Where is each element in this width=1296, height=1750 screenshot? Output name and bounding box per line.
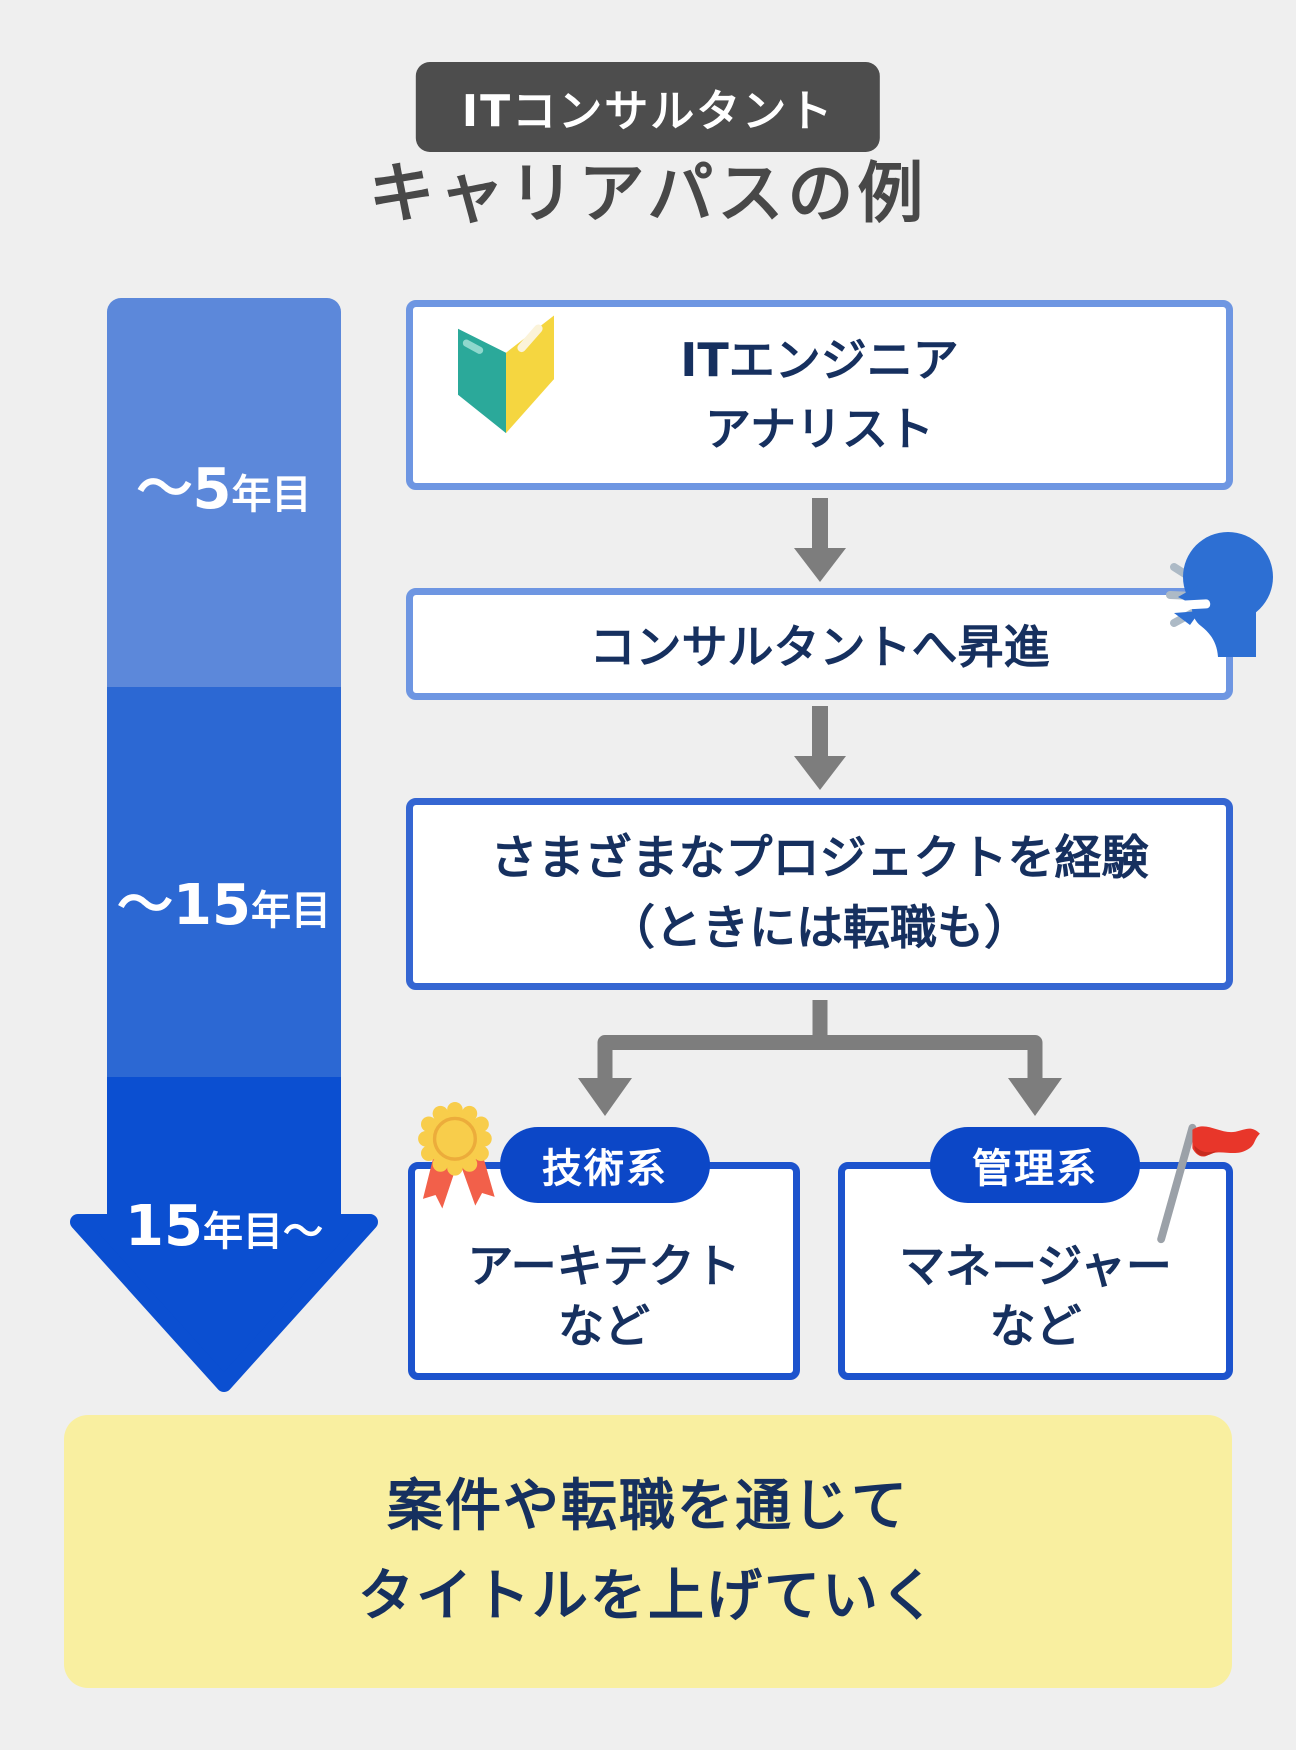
track-box-manager: マネージャー など bbox=[838, 1162, 1233, 1380]
stage-box-line: コンサルタントへ昇進 bbox=[589, 620, 1050, 674]
stage-box-line: アナリスト bbox=[704, 402, 935, 456]
page-title: キャリアパスの例 bbox=[368, 155, 928, 232]
timeline-segment-1 bbox=[107, 298, 341, 687]
medal-icon bbox=[418, 1101, 495, 1209]
timeline-segment-3 bbox=[107, 1077, 341, 1220]
stage-box-line: （ときには転職も） bbox=[608, 901, 1031, 956]
down-arrow-icon bbox=[794, 498, 846, 582]
track-box-line: など bbox=[989, 1299, 1082, 1354]
flag-icon bbox=[1157, 1123, 1260, 1244]
stage-box-promotion: コンサルタントへ昇進 bbox=[406, 588, 1233, 700]
track-box-line: アーキテクト bbox=[467, 1238, 741, 1293]
down-arrow-icon bbox=[794, 706, 846, 790]
category-badge: ITコンサルタント bbox=[415, 62, 881, 152]
stage-box-line: さまざまなプロジェクトを経験 bbox=[490, 830, 1149, 886]
speaking-head-icon bbox=[1166, 532, 1273, 657]
branch-connector-icon bbox=[578, 1000, 1062, 1116]
summary-line: 案件や転職を通じて bbox=[387, 1473, 909, 1539]
stage-box-line: ITエンジニア bbox=[680, 333, 959, 387]
track-badge-technical: 技術系 bbox=[500, 1127, 710, 1203]
timeline-arrowhead-icon bbox=[70, 1214, 378, 1392]
stage-box-projects: さまざまなプロジェクトを経験 （ときには転職も） bbox=[406, 798, 1233, 990]
track-box-line: など bbox=[558, 1299, 650, 1354]
timeline-label-year5: ～5年目 bbox=[136, 457, 312, 522]
track-box-line: マネージャー bbox=[899, 1238, 1172, 1293]
track-badge-management: 管理系 bbox=[930, 1127, 1140, 1203]
beginner-book-icon bbox=[458, 315, 554, 434]
timeline-segment-2 bbox=[107, 687, 341, 1077]
timeline-label-year15: ～15年目 bbox=[117, 873, 331, 938]
summary-panel: 案件や転職を通じて タイトルを上げていく bbox=[64, 1415, 1232, 1688]
timeline-label-year15plus: 15年目～ bbox=[125, 1194, 323, 1259]
summary-line: タイトルを上げていく bbox=[358, 1563, 938, 1629]
